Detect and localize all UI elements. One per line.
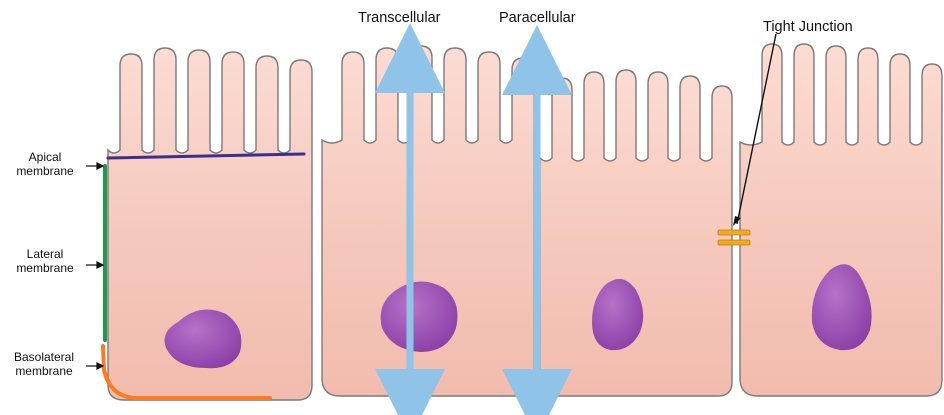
basolateral-label-line-1: Basolateral: [2, 350, 86, 364]
lateral-label-line-1: Lateral: [4, 247, 86, 261]
apical-membrane-label: Apical membrane: [4, 150, 86, 178]
paracellular-label: Paracellular: [499, 10, 576, 26]
basolateral-membrane-label: Basolateral membrane: [2, 350, 86, 378]
lateral-label-line-2: membrane: [4, 261, 86, 275]
basolateral-pointer: [86, 363, 103, 369]
epithelial-cell-2: [322, 46, 534, 396]
epithelial-cell-3: [540, 70, 732, 396]
epithelial-cell-1: [108, 48, 312, 400]
apical-pointer: [86, 163, 103, 169]
epithelial-cell-4: [740, 44, 942, 396]
apical-label-line-1: Apical: [4, 150, 86, 164]
apical-label-line-2: membrane: [4, 164, 86, 178]
transcellular-label: Transcellular: [358, 10, 440, 26]
lateral-membrane-label: Lateral membrane: [4, 247, 86, 275]
tight-junction-label: Tight Junction: [763, 19, 853, 35]
lateral-pointer: [86, 262, 103, 268]
basolateral-label-line-2: membrane: [2, 364, 86, 378]
